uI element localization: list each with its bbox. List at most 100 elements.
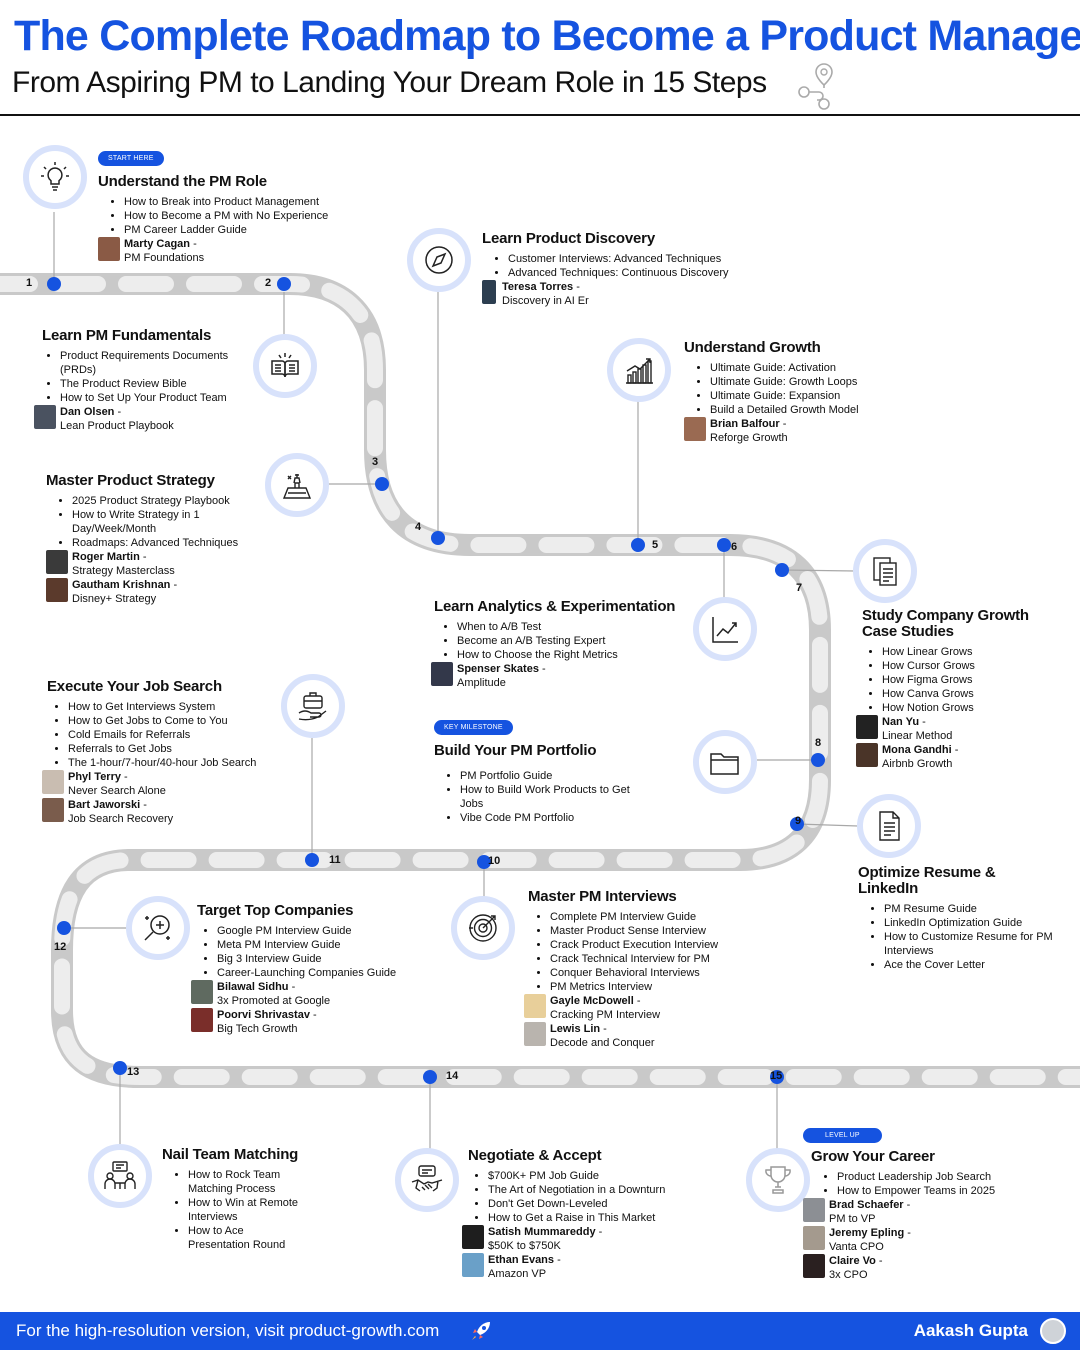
resource-link[interactable]: Product Requirements Documents (PRDs) — [60, 349, 250, 377]
expert-desc: Cracking PM Interview — [550, 1009, 661, 1021]
resource-link[interactable]: Build a Detailed Growth Model — [710, 403, 914, 417]
step-marker-13 — [113, 1061, 127, 1075]
step-title: Execute Your Job Search — [47, 678, 222, 695]
resource-link[interactable]: $700K+ PM Job Guide — [488, 1169, 702, 1183]
resource-link[interactable]: How Linear Grows — [882, 645, 1066, 659]
step-number-7: 7 — [796, 582, 803, 594]
resource-link[interactable]: How to Ace Presentation Round — [188, 1224, 308, 1252]
resource-link[interactable]: How to Get Interviews System — [68, 700, 282, 714]
resource-link[interactable]: Google PM Interview Guide — [217, 924, 431, 938]
resource-link[interactable]: Complete PM Interview Guide — [550, 910, 754, 924]
resource-link[interactable]: How to Set Up Your Product Team — [60, 391, 264, 405]
resource-link[interactable]: PM Career Ladder Guide — [124, 223, 358, 237]
chess-icon — [282, 474, 312, 499]
start-here-badge: START HERE — [98, 151, 164, 166]
expert: Mona Gandhi -Airbnb Growth — [856, 743, 1066, 771]
resource-link[interactable]: How to Break into Product Management — [124, 195, 358, 209]
expert: Bart Jaworski -Job Search Recovery — [42, 798, 282, 826]
expert: Brian Balfour -Reforge Growth — [684, 417, 914, 445]
step-icon-13 — [88, 1144, 152, 1208]
resource-link[interactable]: How Canva Grows — [882, 687, 1066, 701]
step-title: Learn Analytics & Experimentation — [434, 598, 676, 615]
resource-link[interactable]: The Art of Negotiation in a Downturn — [488, 1183, 702, 1197]
resource-link[interactable]: How to Get Jobs to Come to You — [68, 714, 282, 728]
resource-link[interactable]: How to Write Strategy in 1 Day/Week/Mont… — [72, 508, 222, 536]
expert: Dan Olsen -Lean Product Playbook — [34, 405, 264, 433]
expert-desc: Discovery in AI Er — [502, 295, 589, 307]
expert-desc: Disney+ Strategy — [72, 593, 157, 605]
expert-desc: Amplitude — [457, 677, 506, 689]
resource-link[interactable]: Cold Emails for Referrals — [68, 728, 282, 742]
expert-name: Phyl Terry — [68, 771, 121, 783]
resource-link[interactable]: Career-Launching Companies Guide — [217, 966, 431, 980]
footer-link[interactable]: For the high-resolution version, visit p… — [16, 1321, 440, 1340]
resource-link[interactable]: Crack Product Execution Interview — [550, 938, 754, 952]
resource-link[interactable]: Big 3 Interview Guide — [217, 952, 431, 966]
resource-link[interactable]: How to Get a Raise in This Market — [488, 1211, 702, 1225]
step-title: Negotiate & Accept — [468, 1147, 602, 1164]
expert-desc: PM to VP — [829, 1213, 876, 1225]
resource-link[interactable]: Customer Interviews: Advanced Techniques — [508, 252, 762, 266]
resource-link[interactable]: How to Empower Teams in 2025 — [837, 1184, 1043, 1198]
resource-link[interactable]: Don't Get Down-Leveled — [488, 1197, 702, 1211]
resource-link[interactable]: How to Become a PM with No Experience — [124, 209, 358, 223]
step-card-6: Learn Analytics & Experimentation When t… — [431, 599, 691, 690]
resource-link[interactable]: How to Rock Team Matching Process — [188, 1168, 308, 1196]
resource-link[interactable]: How Notion Grows — [882, 701, 1066, 715]
resource-link[interactable]: Crack Technical Interview for PM — [550, 952, 754, 966]
resource-link[interactable]: Ultimate Guide: Expansion — [710, 389, 914, 403]
resource-link[interactable]: How to Win at Remote Interviews — [188, 1196, 318, 1224]
step-number-3: 3 — [372, 456, 379, 468]
resource-link[interactable]: Ace the Cover Letter — [884, 958, 1068, 972]
resource-link[interactable]: PM Portfolio Guide — [460, 769, 674, 783]
avatar — [462, 1225, 484, 1249]
resource-link[interactable]: When to A/B Test — [457, 620, 691, 634]
resource-link[interactable]: Vibe Code PM Portfolio — [460, 811, 674, 825]
resource-link[interactable]: Conquer Behavioral Interviews — [550, 966, 754, 980]
resource-link[interactable]: Ultimate Guide: Growth Loops — [710, 375, 914, 389]
resource-link[interactable]: Ultimate Guide: Activation — [710, 361, 914, 375]
resource-link[interactable]: Advanced Techniques: Continuous Discover… — [508, 266, 762, 280]
resource-link[interactable]: Meta PM Interview Guide — [217, 938, 431, 952]
expert: Marty Cagan -PM Foundations — [98, 237, 358, 265]
expert-name: Mona Gandhi — [882, 744, 952, 756]
resource-link[interactable]: 2025 Product Strategy Playbook — [72, 494, 266, 508]
step-number-6: 6 — [731, 541, 738, 553]
resource-link[interactable]: Product Leadership Job Search — [837, 1170, 1043, 1184]
resource-link[interactable]: The 1-hour/7-hour/40-hour Job Search — [68, 756, 282, 770]
resource-link[interactable]: Roadmaps: Advanced Techniques — [72, 536, 266, 550]
resource-link[interactable]: Referrals to Get Jobs — [68, 742, 282, 756]
resource-link[interactable]: How Figma Grows — [882, 673, 1066, 687]
avatar — [524, 1022, 546, 1046]
resource-link[interactable]: PM Metrics Interview — [550, 980, 754, 994]
page-subtitle: From Aspiring PM to Landing Your Dream R… — [12, 66, 767, 99]
step-number-15: 15 — [770, 1070, 783, 1082]
step-title: Understand Growth — [684, 339, 821, 356]
expert: Roger Martin -Strategy Masterclass — [46, 550, 266, 578]
resource-link[interactable]: How to Choose the Right Metrics — [457, 648, 691, 662]
step-card-8: KEY MILESTONE Build Your PM Portfolio PM… — [434, 716, 674, 825]
resource-link[interactable]: Become an A/B Testing Expert — [457, 634, 691, 648]
resource-link[interactable]: How to Customize Resume for PM Interview… — [884, 930, 1054, 958]
resource-link[interactable]: How Cursor Grows — [882, 659, 1066, 673]
step-number-2: 2 — [265, 277, 272, 289]
avatar — [46, 550, 68, 574]
step-marker-1 — [47, 277, 61, 291]
step-card-1: START HERE Understand the PM Role How to… — [98, 147, 358, 265]
compass-icon — [425, 246, 453, 274]
avatar — [191, 980, 213, 1004]
step-number-9: 9 — [795, 815, 802, 827]
resource-link[interactable]: PM Resume Guide — [884, 902, 1068, 916]
step-icon-8 — [693, 730, 757, 794]
avatar — [46, 578, 68, 602]
expert-name: Bilawal Sidhu — [217, 981, 289, 993]
resource-link[interactable]: The Product Review Bible — [60, 377, 264, 391]
expert-name: Spenser Skates — [457, 663, 539, 675]
resource-link[interactable]: Master Product Sense Interview — [550, 924, 754, 938]
step-icon-3 — [265, 453, 329, 517]
resume-icon — [879, 811, 900, 841]
resource-link[interactable]: LinkedIn Optimization Guide — [884, 916, 1068, 930]
step-number-12: 12 — [54, 941, 67, 953]
resource-link[interactable]: How to Build Work Products to Get Jobs — [460, 783, 630, 811]
